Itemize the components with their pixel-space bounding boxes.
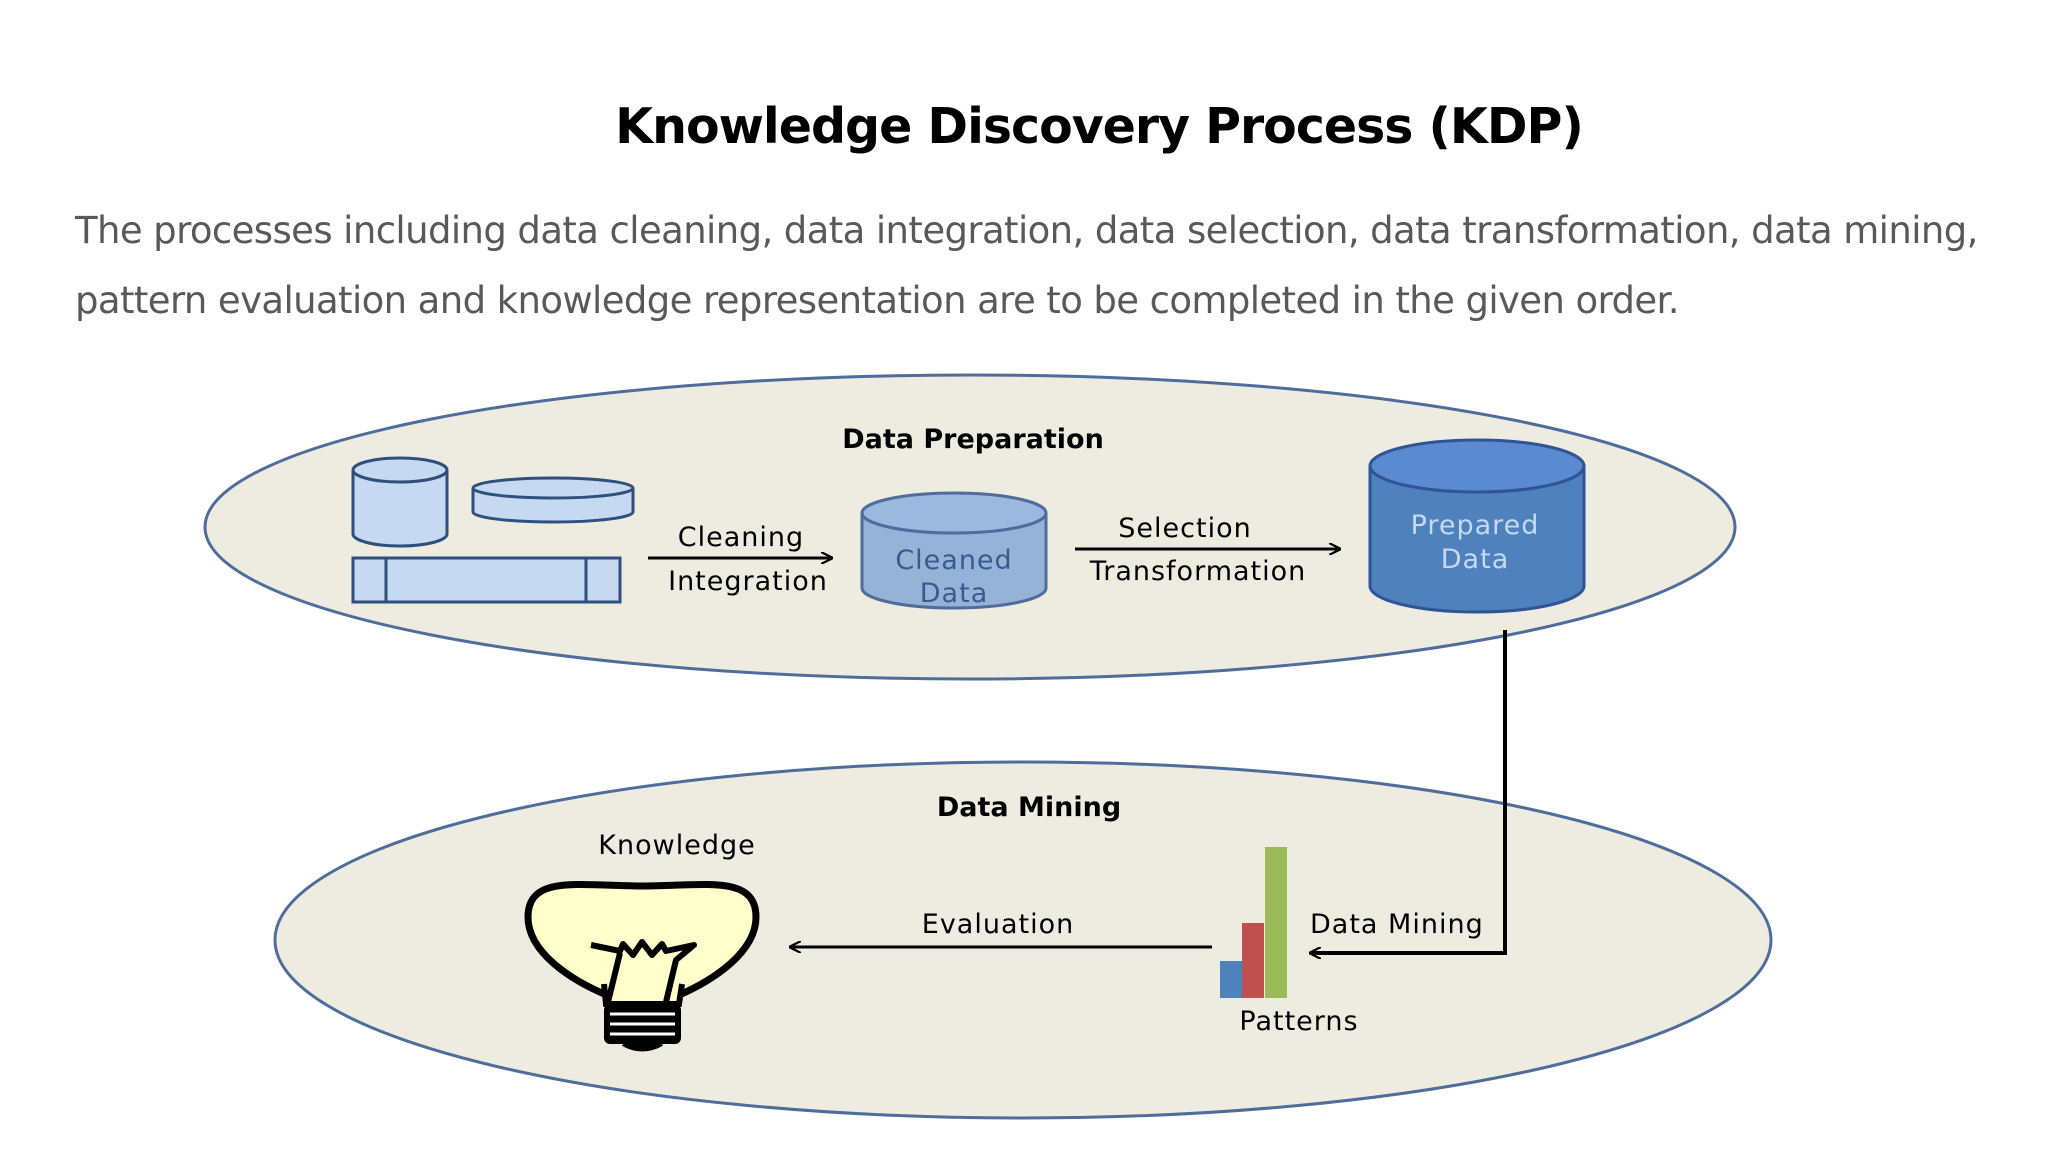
cleaned-data-label-line1: Cleaned: [895, 545, 1012, 576]
raw-data-sources-icon: [351, 456, 635, 604]
prepared-data-cylinder: [1368, 438, 1586, 614]
description-line-1: The processes including data cleaning, d…: [75, 209, 1978, 252]
cleaned-data-cylinder: [860, 491, 1048, 610]
knowledge-label: Knowledge: [598, 830, 755, 861]
data-mining-connector-arrow: [1310, 630, 1507, 953]
description-line-2: pattern evaluation and knowledge represe…: [75, 279, 1680, 322]
cleaned-data-label-line2: Data: [920, 578, 988, 609]
patterns-label: Patterns: [1239, 1006, 1358, 1037]
patterns-chart-icon: [1220, 847, 1287, 998]
data-mining-heading: Data Mining: [937, 792, 1121, 823]
selection-label: Selection: [1118, 513, 1251, 544]
data-mining-step-label: Data Mining: [1310, 909, 1484, 940]
lightbulb-icon: [524, 880, 760, 1052]
prepared-data-label-line1: Prepared: [1411, 510, 1540, 541]
cleaning-label: Cleaning: [678, 522, 804, 553]
transformation-label: Transformation: [1089, 556, 1307, 587]
integration-label: Integration: [668, 566, 828, 597]
slide-title: Knowledge Discovery Process (KDP): [615, 98, 1584, 155]
data-preparation-heading: Data Preparation: [842, 424, 1104, 455]
prepared-data-label-line2: Data: [1441, 544, 1509, 575]
evaluation-label: Evaluation: [922, 909, 1074, 940]
slide-description: The processes including data cleaning, d…: [75, 196, 2025, 336]
